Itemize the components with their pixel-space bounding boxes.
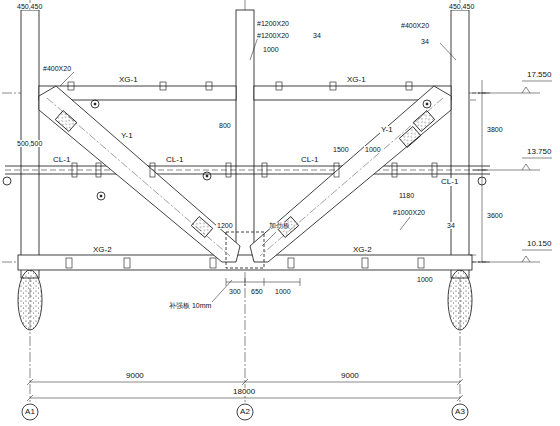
dimension-label: CL-1 — [300, 156, 319, 164]
axis-label: A3 — [454, 408, 466, 416]
dimension-label: 1000 — [262, 46, 280, 53]
dimension-label: 9000 — [125, 372, 145, 380]
axis-label: A2 — [239, 408, 251, 416]
axis-label: A1 — [24, 408, 36, 416]
dimension-label: 13.750 — [526, 148, 552, 156]
dimension-label: Y-1 — [380, 126, 394, 134]
dimension-label: 34 — [312, 32, 322, 39]
dimension-label: XG-1 — [346, 76, 367, 84]
dimension-label: 17.550 — [526, 71, 552, 79]
dimension-label: XG-1 — [118, 76, 139, 84]
dimension-label: CL-1 — [52, 156, 71, 164]
dimension-label: 450,450 — [16, 3, 43, 10]
dimension-label: Y-1 — [120, 132, 134, 140]
dimension-label: 加劲板 — [268, 222, 291, 229]
dimension-label: 1200 — [216, 222, 234, 229]
dimension-label: 34 — [446, 222, 456, 229]
dimension-label: XG-2 — [92, 246, 113, 254]
dimension-label: 1500 — [332, 146, 350, 153]
dimension-label: #1200X20 — [256, 20, 290, 27]
dimension-label: 500,500 — [16, 140, 43, 147]
dimension-label: CL-1 — [440, 178, 459, 186]
dimension-label: 1180 — [398, 192, 415, 199]
dimension-label: 1000 — [364, 146, 382, 153]
dimension-label: 3600 — [486, 212, 504, 219]
dimension-label: 800 — [218, 122, 232, 129]
dimension-label: #400X20 — [42, 65, 72, 72]
dimension-label: 1000 — [416, 276, 434, 283]
dimension-label: 650 — [250, 288, 264, 295]
dimension-label: 18000 — [232, 388, 256, 396]
dimension-label: #1200X20 — [256, 32, 290, 39]
dimension-label: 10.150 — [526, 240, 552, 248]
dimension-label: XG-2 — [352, 246, 373, 254]
dimension-label: 1000 — [274, 288, 292, 295]
dimension-label: #400X20 — [400, 22, 430, 29]
dimension-label: 3800 — [486, 126, 504, 133]
dimension-label: #1000X20 — [392, 209, 426, 216]
dimension-label: 9000 — [340, 372, 360, 380]
dimension-label: 补强板 10mm — [168, 302, 212, 309]
dimension-label: 34 — [420, 38, 430, 45]
dimension-label: 450,450 — [448, 3, 475, 10]
dimension-label: 300 — [228, 288, 242, 295]
dimension-label: CL-1 — [165, 156, 184, 164]
